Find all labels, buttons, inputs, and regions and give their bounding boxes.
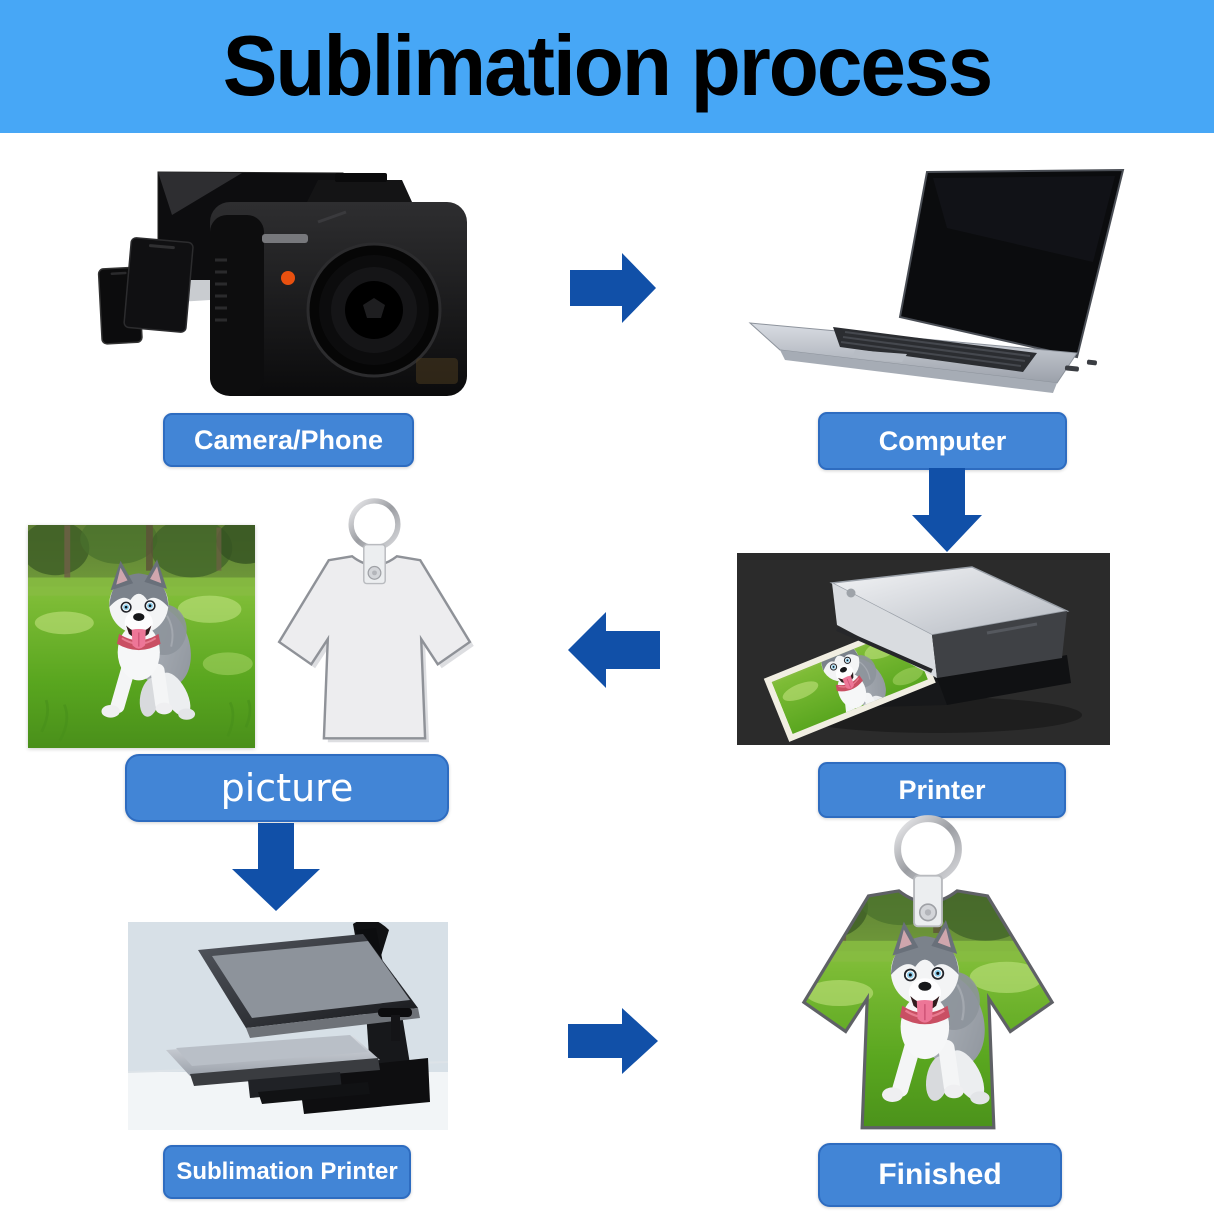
blank-tshirt-keychain-illustration	[277, 496, 474, 743]
heat-press-panel	[128, 922, 448, 1130]
arrow-right-icon	[568, 1008, 658, 1074]
heat-press-illustration	[128, 922, 448, 1130]
camera-and-devices-illustration	[97, 171, 467, 396]
husky-puppy-photo	[28, 525, 255, 748]
arrow-down-icon	[232, 823, 320, 911]
laptop-illustration	[748, 168, 1125, 393]
printed-tshirt-keychain-illustration	[802, 812, 1054, 1130]
step-label-picture: picture	[125, 754, 449, 822]
step-label-finished: Finished	[818, 1143, 1062, 1207]
inkjet-printer-illustration	[763, 566, 1082, 742]
arrow-down-icon	[912, 468, 982, 552]
header-banner: Sublimation process	[0, 0, 1214, 133]
arrow-left-icon	[568, 612, 660, 688]
printer-panel	[737, 553, 1110, 745]
page-title: Sublimation process	[222, 18, 994, 114]
step-label-printer: Printer	[818, 762, 1066, 818]
step-label-computer: Computer	[818, 412, 1067, 470]
arrow-right-icon	[570, 253, 656, 323]
step-label-camera-phone: Camera/Phone	[163, 413, 414, 467]
step-label-sublimation-printer: Sublimation Printer	[163, 1145, 411, 1199]
